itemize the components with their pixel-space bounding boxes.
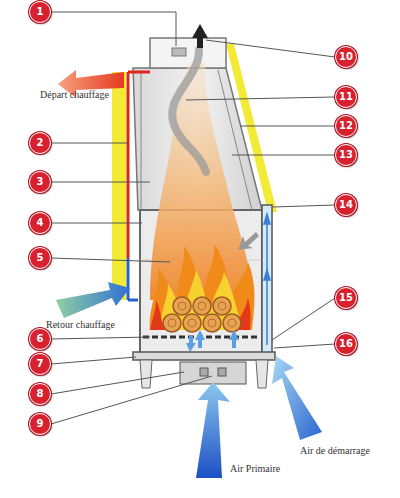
callout-text: 12	[339, 121, 353, 131]
callout-number: 12	[335, 115, 357, 137]
callout-number: 9	[29, 413, 51, 435]
flow-label: Air Primaire	[230, 463, 280, 474]
callout-text: 8	[37, 389, 44, 399]
callout-text: 5	[37, 253, 44, 263]
callout-number: 11	[335, 86, 357, 108]
callout-number: 2	[29, 132, 51, 154]
callout-number: 3	[29, 171, 51, 193]
callout-text: 10	[339, 52, 353, 62]
callout-number: 8	[29, 383, 51, 405]
callout-text: 2	[37, 138, 44, 148]
callout-number: 15	[335, 287, 357, 309]
callout-number: 5	[29, 247, 51, 269]
callout-text: 15	[339, 293, 353, 303]
callout-number: 16	[335, 333, 357, 355]
callout-number: 7	[29, 353, 51, 375]
callout-text: 1	[37, 7, 44, 17]
flow-label: Retour chauffage	[46, 319, 115, 330]
callout-number: 14	[335, 194, 357, 216]
callout-text: 9	[37, 419, 44, 429]
callout-text: 7	[37, 359, 44, 369]
callout-text: 4	[37, 218, 44, 228]
callout-text: 13	[339, 150, 353, 160]
callout-number: 6	[29, 328, 51, 350]
flow-label: Air de démarrage	[300, 445, 370, 456]
callout-number: 1	[29, 1, 51, 23]
callout-number: 10	[335, 46, 357, 68]
callout-text: 14	[339, 200, 353, 210]
callout-number: 13	[335, 144, 357, 166]
callout-text: 11	[339, 92, 353, 102]
callout-text: 6	[37, 334, 44, 344]
callout-text: 16	[339, 339, 353, 349]
flow-label: Départ chauffage	[40, 89, 109, 100]
callout-number: 4	[29, 212, 51, 234]
callout-text: 3	[37, 177, 44, 187]
